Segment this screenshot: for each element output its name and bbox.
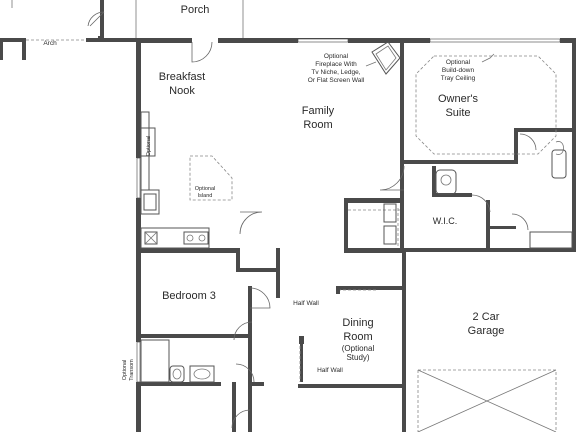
garage-label-2: Garage <box>468 325 505 337</box>
transom-note-2: Transom <box>129 359 135 381</box>
tray-ceiling-note-1: Optional <box>446 59 471 66</box>
wic-label: W.I.C. <box>433 216 458 226</box>
owners-suite-label: Owner's <box>438 93 478 105</box>
porch-area <box>0 0 244 60</box>
room-labels: Porch Arch Breakfast Nook Optional Firep… <box>43 4 504 381</box>
half-wall-note-top: Half Wall <box>293 300 319 307</box>
garage-label: 2 Car <box>473 311 500 323</box>
half-walls <box>299 286 378 382</box>
transom-note-1: Optional <box>122 360 128 381</box>
fireplace-note-3: Tv Niche, Ledge, <box>311 69 360 76</box>
doors <box>191 41 537 429</box>
breakfast-nook-label-2: Nook <box>169 85 195 97</box>
tray-ceiling-note-3: Tray Ceiling <box>441 75 476 82</box>
fixtures <box>140 41 573 432</box>
tray-ceiling-note-2: Build-down <box>442 67 475 74</box>
bedroom-3-label: Bedroom 3 <box>162 290 216 302</box>
owners-suite-label-2: Suite <box>445 107 470 119</box>
arch-label: Arch <box>43 40 57 47</box>
porch-label: Porch <box>181 4 210 16</box>
dining-room-label: Dining <box>342 317 373 329</box>
breakfast-nook-label: Breakfast <box>159 71 205 83</box>
fireplace-note-2: Fireplace With <box>315 61 357 68</box>
interior-walls <box>136 43 576 432</box>
family-room-label: Family <box>302 105 335 117</box>
dining-room-label-2: Room <box>343 331 372 343</box>
family-room-label-2: Room <box>303 119 332 131</box>
island-note-1: Optional <box>195 186 216 192</box>
dining-room-label-4: Study) <box>346 353 369 362</box>
fireplace-note-1: Optional <box>324 53 349 60</box>
dining-room-label-3: (Optional <box>342 344 375 353</box>
island-note-2: Island <box>198 193 213 199</box>
exterior-walls <box>136 38 576 432</box>
note-leaders <box>365 53 495 67</box>
half-wall-note-bottom: Half Wall <box>317 367 343 374</box>
fireplace-note-4: Or Flat Screen Wall <box>308 77 365 84</box>
pantry-note: Optional <box>146 136 152 157</box>
